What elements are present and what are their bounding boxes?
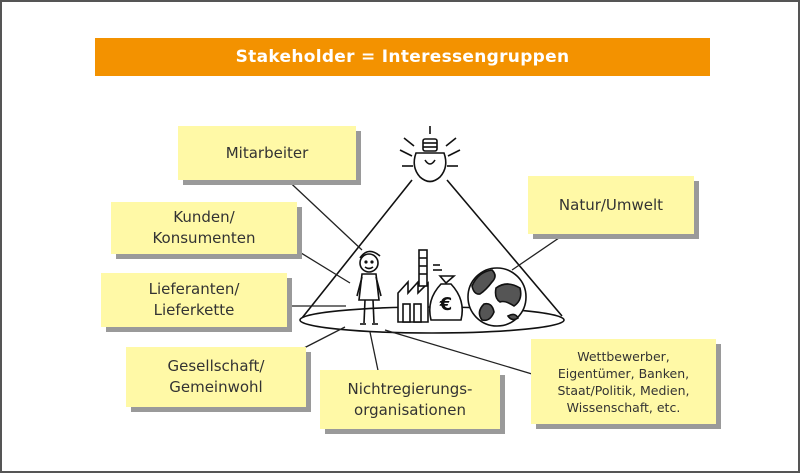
stakeholder-kunden: Kunden/ Konsumenten <box>111 202 297 254</box>
stakeholder-gesellschaft: Gesellschaft/ Gemeinwohl <box>126 347 306 407</box>
euro-symbol: € <box>439 294 453 315</box>
stakeholder-lieferanten: Lieferanten/ Lieferkette <box>101 273 287 327</box>
money-bag-icon: € <box>428 275 464 321</box>
stakeholder-ngo: Nichtregierungs- organisationen <box>320 370 500 429</box>
globe-icon <box>467 267 527 327</box>
person-icon <box>356 250 382 325</box>
stakeholder-natur: Natur/Umwelt <box>528 176 694 234</box>
page-title: Stakeholder = Interessengruppen <box>95 38 710 76</box>
factory-icon <box>397 249 442 323</box>
light-bulb-icon <box>399 126 461 183</box>
stakeholder-mitarbeiter: Mitarbeiter <box>178 126 356 180</box>
stakeholder-weitere: Wettbewerber, Eigentümer, Banken, Staat/… <box>531 339 716 424</box>
